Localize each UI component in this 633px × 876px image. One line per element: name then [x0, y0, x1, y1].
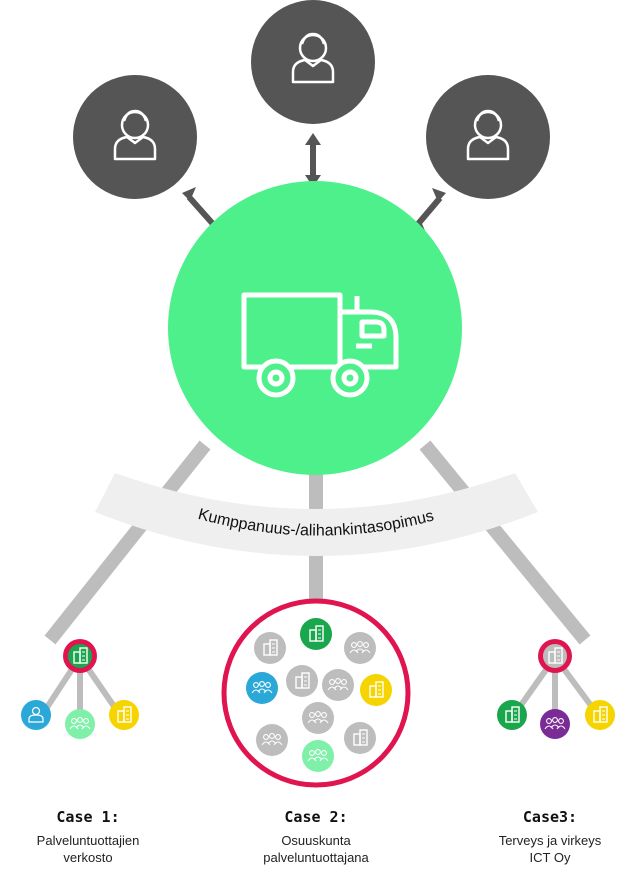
case2-member-node	[246, 672, 278, 704]
truck-icon	[241, 292, 399, 398]
arrow-top	[305, 133, 321, 187]
case2-title: Case 2:	[284, 808, 348, 826]
contract-ribbon	[95, 473, 538, 556]
case2-member-node	[286, 665, 318, 697]
case2-member-node	[302, 702, 334, 734]
case3-label: Case3: Terveys ja virkeys ICT Oy	[460, 808, 633, 866]
case2-member-node	[344, 722, 376, 754]
case2-description: Osuuskunta palveluntuottajana	[226, 832, 406, 866]
case3-network	[497, 639, 615, 739]
case1-description: Palveluntuottajien verkosto	[0, 832, 178, 866]
case1-label: Case 1: Palveluntuottajien verkosto	[0, 808, 178, 866]
case2-member-node	[254, 632, 286, 664]
person-node-right	[426, 75, 550, 199]
case1-desc-line2: verkosto	[63, 850, 113, 865]
case1-title: Case 1:	[56, 808, 120, 826]
case2-member-node	[256, 724, 288, 756]
case2-member-node	[360, 674, 392, 706]
case2-desc-line2: palveluntuottajana	[263, 850, 369, 865]
case2-member-node	[322, 669, 354, 701]
case3-desc-line2: ICT Oy	[529, 850, 571, 865]
case3-description: Terveys ja virkeys ICT Oy	[460, 832, 633, 866]
case2-member-node	[302, 740, 334, 772]
case2-label: Case 2: Osuuskunta palveluntuottajana	[226, 808, 406, 866]
case2-member-node	[344, 632, 376, 664]
person-node-left	[73, 75, 197, 199]
case1-desc-line1: Palveluntuottajien	[36, 833, 140, 848]
hub-node	[168, 181, 462, 475]
case2-member-node	[300, 618, 332, 650]
connector-case1	[44, 440, 211, 645]
case2-desc-line1: Osuuskunta	[281, 833, 351, 848]
case1-network	[21, 639, 139, 739]
case3-title: Case3:	[522, 808, 578, 826]
case2-cooperative	[221, 598, 411, 788]
person-node-top	[251, 0, 375, 124]
case3-desc-line1: Terveys ja virkeys	[498, 833, 602, 848]
connector-case3	[419, 440, 591, 645]
